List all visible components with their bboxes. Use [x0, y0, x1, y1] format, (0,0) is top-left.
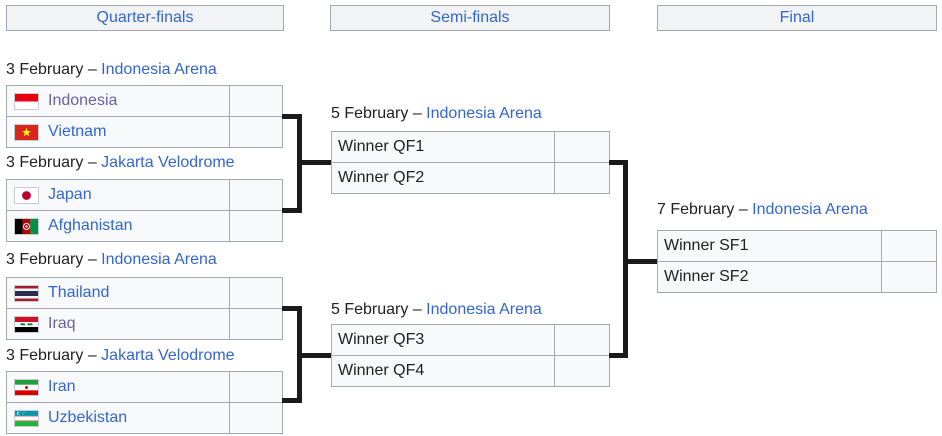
match-qf3-date-line: 3 February – Indonesia Arena: [6, 250, 217, 270]
score-cell: [554, 132, 609, 162]
venue-link-indonesia-arena[interactable]: Indonesia Arena: [426, 301, 542, 318]
score-cell: [229, 278, 282, 308]
bracket-line-qf3-stub: [282, 306, 302, 311]
team-link-vietnam[interactable]: Vietnam: [48, 123, 107, 140]
vietnam-flag-icon: [14, 123, 39, 141]
team-link-thailand[interactable]: Thailand: [48, 284, 110, 301]
bracket-line-sf1-in: [297, 160, 331, 165]
uzbekistan-flag-icon: [14, 409, 39, 427]
team-row: Vietnam: [7, 116, 282, 147]
team-link-iraq[interactable]: Iraq: [48, 315, 76, 332]
match-qf2-table: Japan Afghanistan: [6, 179, 283, 242]
match-final-date-line: 7 February – Indonesia Arena: [657, 200, 868, 220]
venue-link-indonesia-arena[interactable]: Indonesia Arena: [101, 61, 217, 78]
date-venue-separator: –: [412, 105, 427, 122]
venue-link-indonesia-arena[interactable]: Indonesia Arena: [101, 251, 217, 268]
team-row: Japan: [7, 180, 282, 210]
team-row: Winner QF2: [332, 162, 609, 193]
match-date: 3 February: [6, 61, 84, 78]
score-cell: [881, 262, 936, 292]
team-row: Thailand: [7, 278, 282, 308]
team-link-japan[interactable]: Japan: [48, 186, 92, 203]
team-row: Winner QF4: [332, 355, 609, 386]
team-link-iran[interactable]: Iran: [48, 378, 76, 395]
venue-link-jakarta-velodrome[interactable]: Jakarta Velodrome: [101, 154, 235, 171]
venue-link-jakarta-velodrome[interactable]: Jakarta Velodrome: [101, 347, 235, 364]
date-venue-separator: –: [87, 347, 102, 364]
team-row: Winner SF2: [658, 261, 936, 292]
team-row: Indonesia: [7, 86, 282, 116]
date-venue-separator: –: [87, 154, 102, 171]
iraq-flag-icon: [14, 315, 39, 333]
team-row: Iran: [7, 372, 282, 402]
team-link-uzbekistan[interactable]: Uzbekistan: [48, 409, 128, 426]
winner-placeholder: Winner QF3: [338, 331, 425, 348]
match-sf2-table: Winner QF3 Winner QF4: [331, 324, 610, 387]
bracket-line-qf2-stub: [282, 208, 302, 213]
score-cell: [229, 117, 282, 147]
bracket-line-sf1-stub: [609, 160, 628, 165]
match-date: 3 February: [6, 154, 84, 171]
thailand-flag-icon: [14, 284, 39, 302]
round-header-semifinals[interactable]: Semi-finals: [330, 5, 610, 31]
match-sf1-table: Winner QF1 Winner QF2: [331, 131, 610, 194]
score-cell: [554, 163, 609, 193]
match-date: 5 February: [331, 105, 409, 122]
venue-link-indonesia-arena[interactable]: Indonesia Arena: [426, 105, 542, 122]
match-date: 7 February: [657, 201, 735, 218]
score-cell: [229, 372, 282, 402]
iran-flag-icon: [14, 378, 39, 396]
score-cell: [881, 231, 936, 261]
match-qf1-date-line: 3 February – Indonesia Arena: [6, 60, 217, 80]
score-cell: [229, 86, 282, 116]
winner-placeholder: Winner SF1: [664, 237, 749, 254]
match-qf3-table: Thailand Iraq: [6, 277, 283, 340]
team-row: Afghanistan: [7, 210, 282, 241]
match-qf4-table: Iran Uzbekistan: [6, 371, 283, 434]
match-sf1-date-line: 5 February – Indonesia Arena: [331, 104, 542, 124]
match-qf2-date-line: 3 February – Jakarta Velodrome: [6, 153, 235, 173]
bracket-line-sf2-stub: [609, 353, 628, 358]
venue-link-indonesia-arena[interactable]: Indonesia Arena: [752, 201, 868, 218]
score-cell: [229, 309, 282, 339]
bracket-line-qf4-stub: [282, 398, 302, 403]
round-header-quarterfinals[interactable]: Quarter-finals: [6, 5, 284, 31]
afghanistan-flag-icon: [14, 217, 39, 235]
team-row: Winner QF1: [332, 132, 609, 162]
match-sf2-date-line: 5 February – Indonesia Arena: [331, 300, 542, 320]
score-cell: [229, 403, 282, 433]
date-venue-separator: –: [412, 301, 427, 318]
winner-placeholder: Winner SF2: [664, 268, 749, 285]
date-venue-separator: –: [87, 61, 102, 78]
team-row: Winner QF3: [332, 325, 609, 355]
round-header-final[interactable]: Final: [657, 5, 937, 31]
match-qf4-date-line: 3 February – Jakarta Velodrome: [6, 346, 235, 366]
bracket-line-qf1-stub: [282, 114, 302, 119]
team-row: Winner SF1: [658, 231, 936, 261]
team-link-indonesia[interactable]: Indonesia: [48, 92, 118, 109]
score-cell: [229, 211, 282, 241]
bracket-line-final-in: [623, 259, 657, 264]
match-final-table: Winner SF1 Winner SF2: [657, 230, 937, 293]
match-date: 5 February: [331, 301, 409, 318]
team-link-afghanistan[interactable]: Afghanistan: [48, 217, 133, 234]
japan-flag-icon: [14, 186, 39, 204]
winner-placeholder: Winner QF1: [338, 138, 425, 155]
team-row: Uzbekistan: [7, 402, 282, 433]
score-cell: [229, 180, 282, 210]
match-date: 3 February: [6, 251, 84, 268]
bracket-line-sf2-in: [297, 353, 331, 358]
score-cell: [554, 356, 609, 386]
match-qf1-table: Indonesia Vietnam: [6, 85, 283, 148]
match-date: 3 February: [6, 347, 84, 364]
winner-placeholder: Winner QF4: [338, 362, 425, 379]
score-cell: [554, 325, 609, 355]
date-venue-separator: –: [87, 251, 102, 268]
winner-placeholder: Winner QF2: [338, 169, 425, 186]
team-row: Iraq: [7, 308, 282, 339]
indonesia-flag-icon: [14, 92, 39, 110]
date-venue-separator: –: [738, 201, 753, 218]
